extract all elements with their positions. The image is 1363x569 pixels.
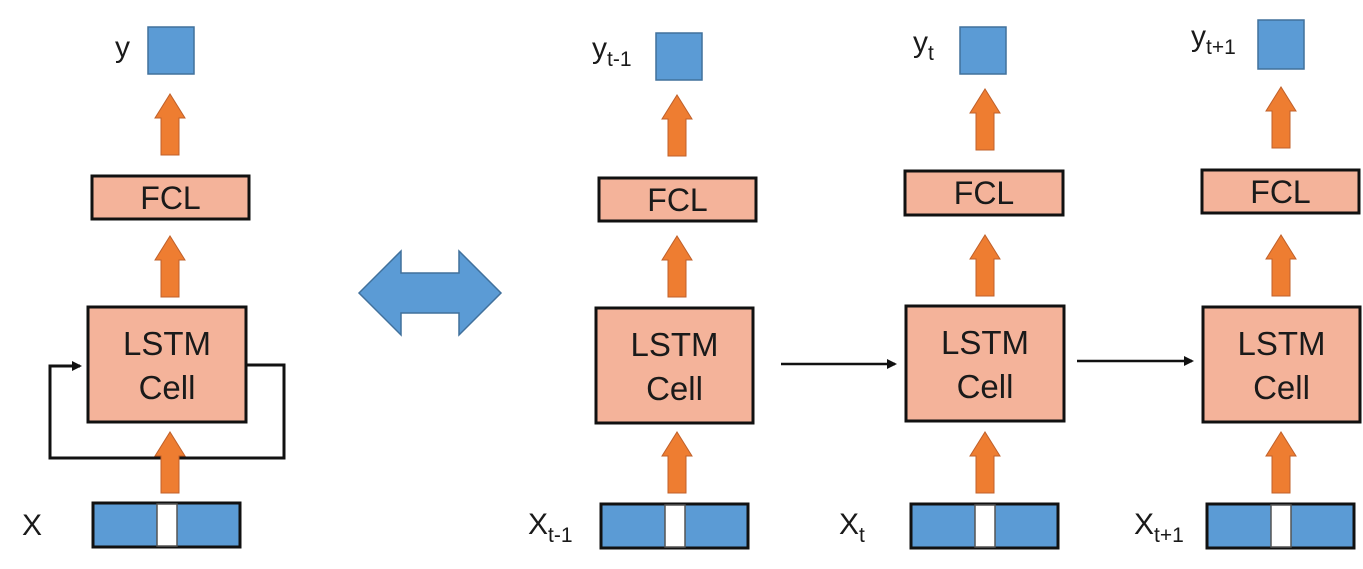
- lstm-cell-label-line1: LSTM: [630, 326, 718, 363]
- up-arrow-icon: [969, 234, 1001, 297]
- input-vector-highlight: [156, 503, 178, 547]
- timestep-column-t: yt FCL LSTM Cell Xt: [839, 26, 1066, 550]
- input-vector-highlight: [974, 504, 996, 548]
- input-vector-highlight: [664, 504, 686, 548]
- fcl-label: FCL: [954, 175, 1014, 211]
- fcl-box: [90, 174, 251, 221]
- output-square: [959, 26, 1007, 75]
- up-arrow-icon: [661, 94, 693, 157]
- output-square: [655, 32, 703, 81]
- lstm-cell-label-line1: LSTM: [123, 325, 211, 362]
- input-label: Xt-1: [528, 508, 573, 547]
- fcl-box: [903, 169, 1065, 217]
- lstm-cell-label-line2: Cell: [957, 368, 1014, 405]
- up-arrow-icon: [1265, 234, 1297, 297]
- input-label: X: [22, 509, 42, 542]
- up-arrow-icon: [1265, 86, 1297, 149]
- output-label: yt-1: [592, 32, 632, 71]
- lstm-cell-label-line2: Cell: [646, 370, 703, 407]
- lstm-cell-box: [86, 305, 248, 424]
- output-label: yt: [913, 26, 934, 65]
- timestep-column-t-minus-1: yt-1 FCL LSTM Cell Xt-1: [528, 32, 758, 550]
- lstm-cell-box: [904, 304, 1066, 423]
- fcl-label: FCL: [647, 182, 707, 218]
- lstm-cell-label-line2: Cell: [1253, 369, 1310, 406]
- output-label: y: [115, 31, 130, 64]
- up-arrow-icon: [661, 235, 693, 298]
- input-label: Xt: [839, 508, 865, 547]
- lstm-cell-box: [594, 306, 755, 425]
- lstm-cell-label-line1: LSTM: [941, 324, 1029, 361]
- up-arrow-icon: [969, 431, 1001, 494]
- fcl-box: [1200, 168, 1361, 215]
- lstm-cell-box: [1201, 305, 1362, 424]
- output-square: [147, 26, 195, 75]
- up-arrow-icon: [661, 431, 693, 494]
- up-arrow-icon: [154, 431, 186, 494]
- input-vector-highlight: [1270, 504, 1292, 548]
- rolled-column: y FCL LSTM Cell X: [22, 26, 286, 549]
- up-arrow-icon: [154, 235, 186, 298]
- input-label: Xt+1: [1134, 508, 1184, 547]
- timestep-column-t-plus-1: yt+1 FCL LSTM Cell Xt+1: [1134, 19, 1362, 550]
- fcl-box: [597, 176, 758, 223]
- output-square: [1257, 19, 1305, 70]
- up-arrow-icon: [969, 88, 1001, 151]
- fcl-label: FCL: [1250, 174, 1310, 210]
- up-arrow-icon: [1265, 431, 1297, 494]
- lstm-cell-label-line1: LSTM: [1237, 325, 1325, 362]
- up-arrow-icon: [154, 93, 186, 156]
- lstm-cell-label-line2: Cell: [139, 369, 196, 406]
- output-label: yt+1: [1191, 20, 1236, 59]
- fcl-label: FCL: [140, 180, 200, 216]
- double-headed-arrow-icon: [357, 249, 503, 337]
